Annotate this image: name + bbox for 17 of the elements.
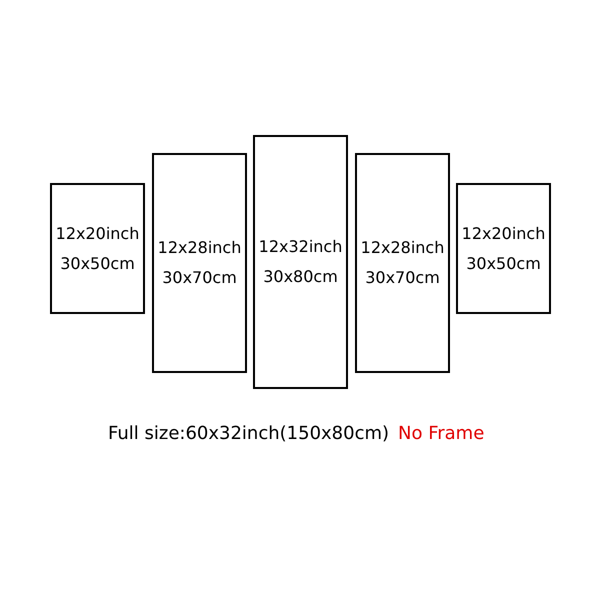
size-text: 12x28inch <box>360 237 444 259</box>
canvas-panel <box>253 135 348 389</box>
size-text: 12x20inch <box>56 222 140 244</box>
canvas-panel <box>50 183 145 314</box>
size-text: 30x70cm <box>365 267 440 289</box>
size-text: 12x32inch <box>258 236 342 258</box>
size-text: 30x50cm <box>466 252 541 274</box>
size-note: Full size:60x32inch(150x80cm) <box>108 423 390 444</box>
canvas-panel <box>152 153 247 373</box>
size-text: 30x50cm <box>60 252 135 274</box>
size-text: 30x70cm <box>162 267 237 289</box>
canvas-panel <box>355 153 450 373</box>
size-text: 12x20inch <box>462 222 546 244</box>
size-text: 12x28inch <box>158 237 242 259</box>
canvas-panel <box>456 183 551 314</box>
size-text: 30x80cm <box>263 266 338 288</box>
frame-note: No Frame <box>398 423 484 444</box>
